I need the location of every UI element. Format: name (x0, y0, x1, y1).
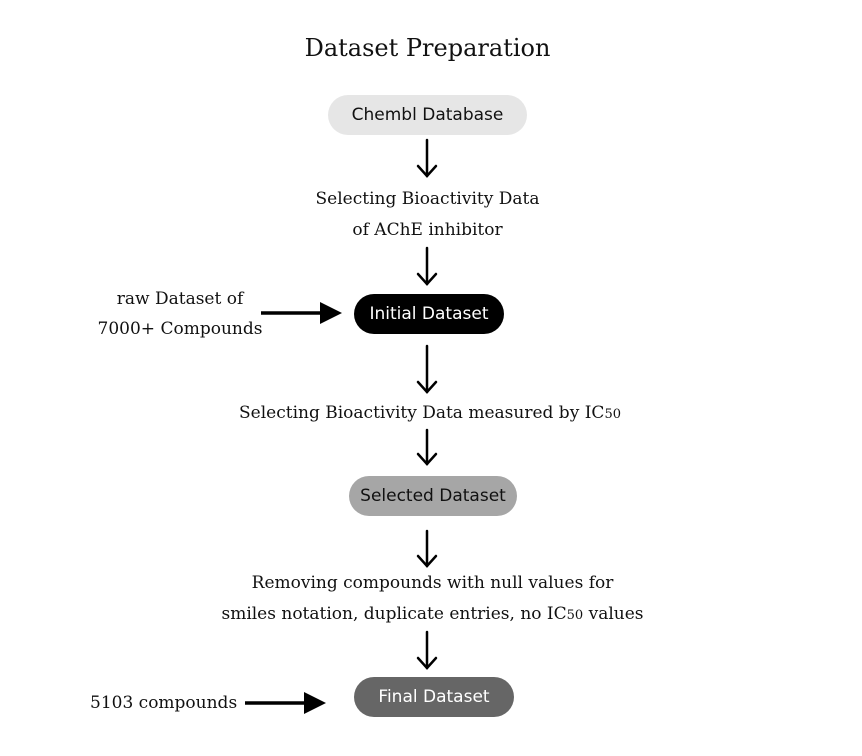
arrow-down-3 (416, 344, 438, 394)
arrow-down-5 (416, 529, 438, 568)
initial-dataset-node: Initial Dataset (354, 294, 504, 334)
arrow-down-4 (416, 428, 438, 466)
arrow-down-1 (416, 138, 438, 178)
step-removing-line2: smiles notation, duplicate entries, no I… (220, 599, 645, 631)
step-select-bioactivity-line1: Selecting Bioactivity Data (315, 189, 540, 209)
step-select-bioactivity-line2: of AChE inhibitor (352, 220, 503, 240)
step-select-bioactivity: Selecting Bioactivity Data of AChE inhib… (250, 184, 605, 246)
step-removing-compounds: Removing compounds with null values for … (220, 568, 645, 631)
step-removing-line2-suffix: values (583, 604, 644, 624)
raw-dataset-note: raw Dataset of 7000+ Compounds (90, 284, 270, 344)
step-removing-line1: Removing compounds with null values for (251, 573, 614, 593)
arrow-right-raw (261, 302, 342, 324)
arrow-down-6 (416, 630, 438, 670)
final-count-note: 5103 compounds (90, 693, 238, 713)
selected-dataset-node: Selected Dataset (349, 476, 517, 516)
diagram-title: Dataset Preparation (304, 34, 551, 62)
raw-dataset-note-line2: 7000+ Compounds (97, 319, 263, 339)
step-measured-by-text: Selecting Bioactivity Data measured by I… (239, 403, 605, 423)
step-measured-by-ic50: Selecting Bioactivity Data measured by I… (230, 398, 630, 430)
final-dataset-node: Final Dataset (354, 677, 514, 717)
chembl-database-node: Chembl Database (328, 95, 527, 135)
arrow-down-2 (416, 246, 438, 286)
step-removing-line2-text: smiles notation, duplicate entries, no I… (221, 604, 567, 624)
step-measured-by-subscript: 50 (604, 407, 621, 422)
raw-dataset-note-line1: raw Dataset of (116, 289, 244, 309)
arrow-right-final (245, 692, 326, 714)
step-removing-line2-subscript: 50 (566, 608, 584, 623)
